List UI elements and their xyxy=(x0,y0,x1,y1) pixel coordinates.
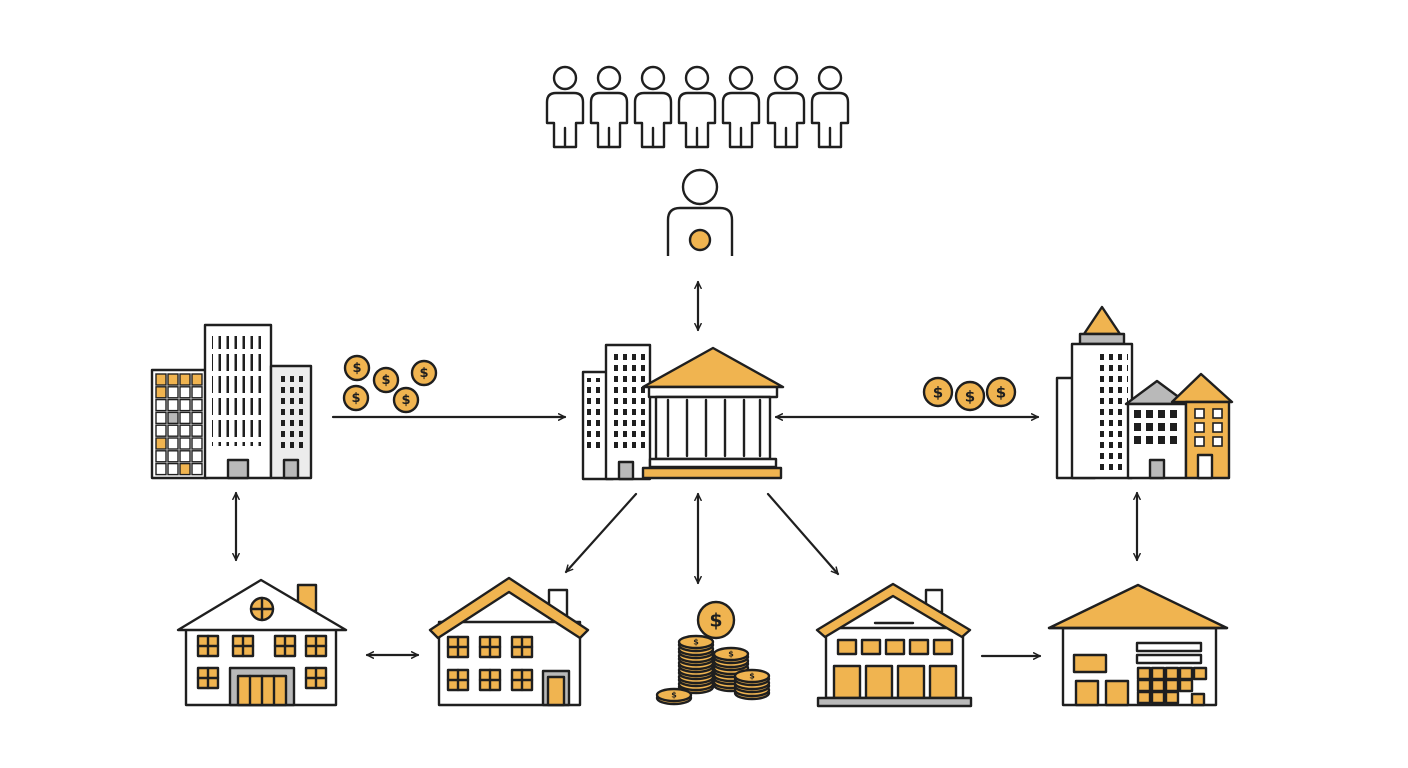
money-flow-coins-right: $ $ $ xyxy=(922,376,1017,412)
svg-text:$: $ xyxy=(933,384,943,402)
svg-text:$: $ xyxy=(381,373,390,388)
coin-icon: $ xyxy=(410,359,438,387)
svg-text:$: $ xyxy=(693,638,699,647)
svg-text:$: $ xyxy=(749,672,755,681)
coin-stack-icon: $ $ $ $ $ xyxy=(655,600,771,706)
coin-icon: $ xyxy=(392,386,420,414)
school-building-icon xyxy=(176,578,348,707)
svg-text:$: $ xyxy=(709,610,722,632)
money-flow-coins-left: $ $ $ $ $ xyxy=(342,354,438,414)
svg-text:$: $ xyxy=(419,366,428,381)
person-figure-icon xyxy=(633,65,673,149)
people-group-icon xyxy=(545,65,850,149)
svg-text:$: $ xyxy=(671,691,677,700)
person-figure-icon xyxy=(589,65,629,149)
svg-text:$: $ xyxy=(996,384,1006,402)
coin-icon: $ xyxy=(342,384,370,412)
coin-icon: $ xyxy=(922,376,954,408)
store-building-icon xyxy=(815,582,973,708)
city-buildings-icon xyxy=(1055,305,1234,480)
person-figure-icon xyxy=(545,65,585,149)
coin-icon: $ xyxy=(343,354,371,382)
svg-text:$: $ xyxy=(351,391,360,406)
house-icon xyxy=(428,576,590,707)
person-figure-icon xyxy=(766,65,806,149)
coin-icon: $ xyxy=(696,600,736,640)
person-figure-icon xyxy=(677,65,717,149)
svg-text:$: $ xyxy=(728,650,734,659)
coin-icon: $ xyxy=(985,376,1017,408)
svg-text:$: $ xyxy=(965,388,975,406)
bank-icon xyxy=(581,343,785,481)
coin-icon: $ xyxy=(954,380,986,412)
arrow-bank-house xyxy=(564,492,638,574)
coin-icon: $ xyxy=(372,366,400,394)
connector-layer: $ $ $ $ $ $ $ $ xyxy=(232,280,1141,660)
warehouse-icon xyxy=(1047,583,1229,707)
arrow-bank-store xyxy=(766,492,840,576)
office-buildings-icon xyxy=(150,323,313,480)
person-figure-icon xyxy=(810,65,850,149)
person-figure-icon xyxy=(721,65,761,149)
svg-text:$: $ xyxy=(352,361,361,376)
person-icon xyxy=(666,168,734,256)
svg-text:$: $ xyxy=(401,393,410,408)
